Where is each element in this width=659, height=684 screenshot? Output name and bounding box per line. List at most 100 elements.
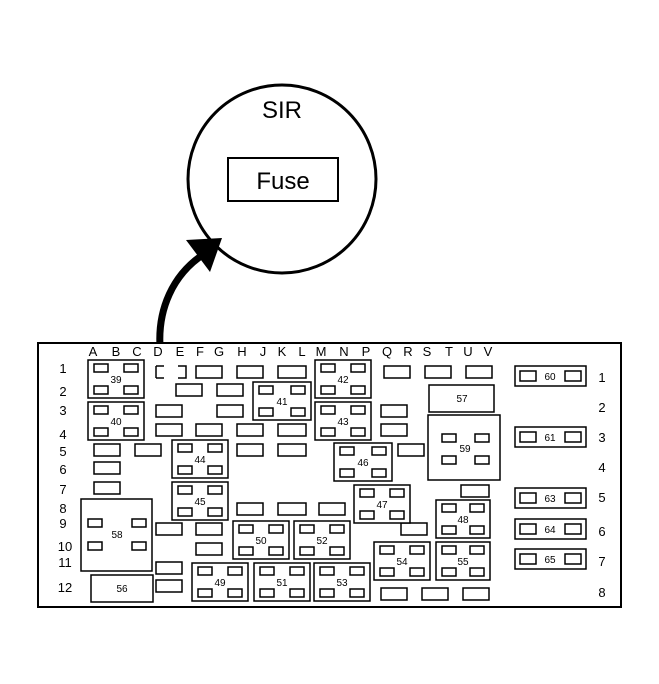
row-label-left: 9	[59, 516, 66, 531]
relay-label: 43	[337, 417, 349, 428]
row-label-left: 2	[59, 384, 66, 399]
mini-fuse	[216, 383, 244, 397]
col-label: T	[445, 344, 453, 359]
relay-51: 51	[253, 562, 311, 602]
relay-59: 59	[427, 414, 501, 481]
row-label-right: 3	[598, 430, 605, 445]
col-label: S	[423, 344, 432, 359]
mini-fuse	[155, 579, 183, 593]
relay-42: 42	[314, 359, 372, 399]
relay-label: 40	[110, 417, 122, 428]
plain-blocks: 56 57	[90, 384, 495, 603]
right-row-labels: 1 2 3 4 5 6 7 8	[598, 370, 605, 600]
col-label: U	[463, 344, 472, 359]
mini-fuse	[195, 365, 223, 379]
relay-50: 50	[232, 520, 290, 560]
mini-fuse	[93, 481, 121, 495]
fuse-61: 61	[514, 426, 587, 448]
col-label: G	[214, 344, 224, 359]
row-label-left: 12	[58, 580, 72, 595]
mini-fuse	[277, 423, 307, 437]
fuse-label: 65	[544, 555, 556, 566]
sir-fuse-slot	[155, 365, 187, 379]
mini-fuse	[277, 443, 307, 457]
col-label: P	[362, 344, 371, 359]
block-label: 56	[116, 584, 128, 595]
relay-label: 47	[376, 500, 388, 511]
row-label-left: 10	[58, 539, 72, 554]
row-label-left: 11	[58, 555, 72, 570]
relay-label: 49	[214, 578, 226, 589]
mini-fuse	[155, 404, 183, 418]
pointer-arrow	[156, 238, 222, 347]
block-label: 57	[456, 394, 468, 405]
fuse-60: 60	[514, 365, 587, 387]
relay-44: 44	[171, 439, 229, 479]
mini-fuse	[155, 522, 183, 536]
mini-fuse	[462, 587, 490, 601]
mini-fuse	[424, 365, 452, 379]
relay-label: 48	[457, 515, 469, 526]
relay-48: 48	[435, 499, 491, 539]
mini-fuse	[380, 423, 408, 437]
relay-label: 52	[316, 536, 328, 547]
mini-fuse	[460, 484, 490, 498]
col-label: E	[176, 344, 185, 359]
arrow-shaft	[156, 251, 206, 347]
relay-45: 45	[171, 481, 229, 521]
col-label: K	[278, 344, 287, 359]
row-label-left: 4	[59, 427, 66, 442]
mini-fuse	[236, 502, 264, 516]
mini-fuse	[155, 423, 183, 437]
relay-label: 45	[194, 497, 206, 508]
mini-fuse	[134, 443, 162, 457]
row-label-right: 7	[598, 554, 605, 569]
mini-fuse	[216, 404, 244, 418]
mini-fuse	[400, 522, 428, 536]
callout-title: SIR	[262, 97, 302, 124]
row-label-right: 2	[598, 400, 605, 415]
row-label-right: 1	[598, 370, 605, 385]
mini-fuse	[195, 423, 223, 437]
row-label-right: 5	[598, 490, 605, 505]
col-label: F	[196, 344, 204, 359]
relay-label: 42	[337, 375, 349, 386]
mini-fuse	[155, 561, 183, 575]
row-label-right: 4	[598, 460, 605, 475]
column-labels: A B C D E F G H J K L M N P Q R S T U V	[89, 344, 493, 359]
row-label-right: 6	[598, 524, 605, 539]
fuse-65: 65	[514, 548, 587, 570]
mini-fuse	[318, 502, 346, 516]
mini-fuse	[236, 365, 264, 379]
row-label-left: 5	[59, 444, 66, 459]
relay-label: 50	[255, 536, 267, 547]
relay-label: 46	[357, 458, 369, 469]
relay-40: 40	[87, 401, 145, 441]
row-label-right: 8	[598, 585, 605, 600]
callout-fuse-label: Fuse	[256, 168, 309, 195]
right-column-fuses: 60 61 63 64 65	[514, 365, 587, 570]
col-label: A	[89, 344, 98, 359]
mini-fuse	[397, 443, 425, 457]
relay-41: 41	[252, 381, 312, 421]
relay-label: 39	[110, 375, 122, 386]
mini-fuse	[383, 365, 411, 379]
relay-label: 44	[194, 455, 206, 466]
row-label-left: 7	[59, 482, 66, 497]
relay-46: 46	[333, 442, 393, 482]
mini-fuse	[93, 461, 121, 475]
relay-53: 53	[313, 562, 371, 602]
relay-58: 58	[80, 498, 153, 572]
relay-43: 43	[314, 401, 372, 441]
relay-47: 47	[353, 484, 411, 524]
mini-fuse	[195, 542, 223, 556]
row-label-left: 8	[59, 501, 66, 516]
col-label: D	[153, 344, 162, 359]
relay-label: 55	[457, 557, 469, 568]
mini-fuse	[195, 522, 223, 536]
mini-fuse	[277, 502, 307, 516]
relay-54: 54	[373, 541, 431, 581]
mini-fuses	[93, 365, 493, 601]
fuse-label: 63	[544, 494, 556, 505]
